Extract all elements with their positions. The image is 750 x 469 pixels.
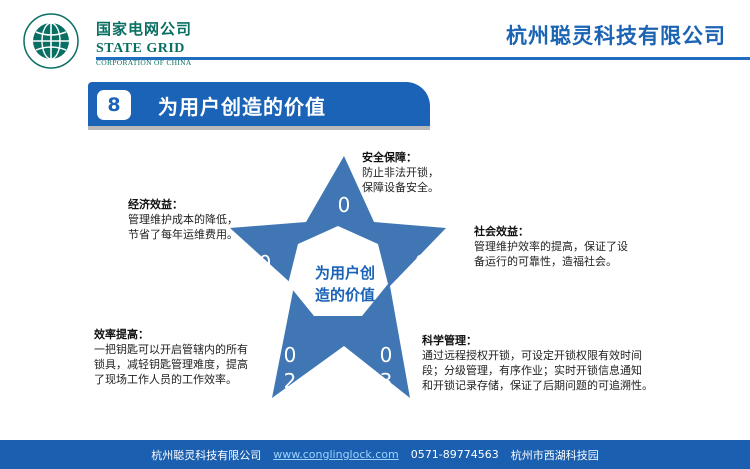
section-title-bar: [88, 82, 430, 128]
footer-bar: 杭州聪灵科技有限公司 www.conglinglock.com 0571-897…: [0, 440, 750, 469]
block-science-title: 科学管理：: [422, 334, 477, 347]
block-economic-title: 经济效益：: [128, 198, 183, 211]
block-social-title: 社会效益：: [474, 225, 529, 238]
block-economic: 经济效益： 管理维护成本的降低， 节省了每年运维费用。: [128, 197, 238, 242]
brand-block: 国家电网公司 STATE GRID CORPORATION OF CHINA: [96, 18, 192, 67]
block-efficiency-title: 效率提高：: [94, 328, 149, 341]
block-safety-line: 防止非法开锁，: [362, 166, 439, 179]
brand-en: STATE GRID: [96, 41, 185, 56]
block-efficiency: 效率提高： 一把钥匙可以开启管辖内的所有 锁具，减轻钥匙管理难度，提高 了现场工…: [94, 327, 248, 387]
star-center-line1: 为用户创: [314, 264, 375, 282]
footer-company: 杭州聪灵科技有限公司: [151, 448, 262, 462]
block-safety-line: 保障设备安全。: [362, 181, 439, 194]
block-social-line: 管理维护效率的提高，保证了设: [474, 240, 628, 253]
footer-address: 杭州市西湖科技园: [510, 448, 599, 462]
brand-cn: 国家电网公司: [96, 20, 193, 38]
block-economic-line: 节省了每年运维费用。: [128, 228, 238, 241]
section-title: 为用户创造的价值: [158, 95, 326, 119]
section-title-shadow: [88, 126, 430, 130]
block-science-line: 通过远程授权开锁，可设定开锁权限有效时间: [422, 349, 642, 362]
block-science-line: 段；分级管理，有序作业；实时开锁信息通知: [422, 364, 642, 377]
star-core: [288, 226, 388, 316]
brand-sub: CORPORATION OF CHINA: [96, 58, 192, 67]
block-science: 科学管理： 通过远程授权开锁，可设定开锁权限有效时间 段；分级管理，有序作业；实…: [422, 333, 653, 393]
block-efficiency-line: 了现场工作人员的工作效率。: [94, 373, 237, 386]
section-number: 8: [97, 90, 131, 120]
footer-phone: 0571-89774563: [410, 448, 499, 461]
state-grid-logo: [23, 13, 79, 69]
star-point-top: 0: [338, 193, 351, 217]
block-economic-line: 管理维护成本的降低，: [128, 213, 238, 226]
block-efficiency-line: 一把钥匙可以开启管辖内的所有: [94, 343, 248, 356]
block-social-line: 备运行的可靠性，造福社会。: [474, 255, 617, 268]
block-efficiency-line: 锁具，减轻钥匙管理难度，提高: [94, 358, 248, 371]
block-safety-title: 安全保障：: [362, 151, 417, 164]
star-center-line2: 造的价值: [314, 286, 375, 304]
block-science-line: 和开锁记录存储，保证了后期问题的可追溯性。: [422, 379, 653, 392]
company-name: 杭州聪灵科技有限公司: [506, 24, 726, 48]
star-center-label: 为用户创 造的价值: [300, 262, 390, 306]
header-divider: [96, 57, 750, 60]
block-safety: 安全保障： 防止非法开锁， 保障设备安全。: [362, 150, 439, 195]
footer-website-link[interactable]: www.conglinglock.com: [273, 448, 399, 461]
block-social: 社会效益： 管理维护效率的提高，保证了设 备运行的可靠性，造福社会。: [474, 224, 628, 269]
